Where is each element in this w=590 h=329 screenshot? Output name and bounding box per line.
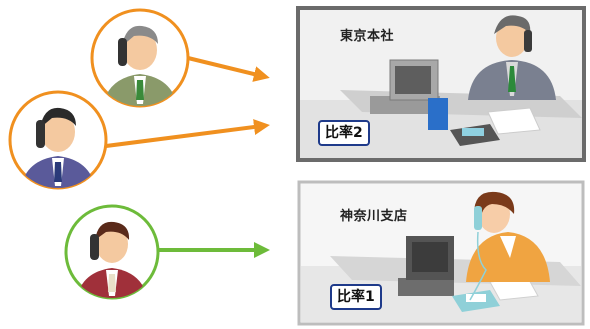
route-arrow-caller1-tokyo xyxy=(187,56,270,82)
tokyo-office-title: 東京本社 xyxy=(340,29,395,44)
route-arrow-caller2-tokyo xyxy=(105,119,270,148)
desk-phone-icon xyxy=(450,124,500,146)
computer-icon xyxy=(398,236,454,296)
office-staff-woman-icon xyxy=(466,191,550,301)
kanagawa-ratio-badge: 比率1 xyxy=(330,284,382,310)
desk-phone-icon xyxy=(452,290,500,312)
paper-icon xyxy=(487,107,541,135)
businessman-caller-icon xyxy=(20,107,96,188)
tokyo-office-panel xyxy=(296,6,586,162)
computer-icon xyxy=(370,59,440,114)
tokyo-ratio-badge: 比率2 xyxy=(318,120,370,146)
binder-icon xyxy=(428,98,448,130)
caller-3 xyxy=(64,204,160,300)
caller-1 xyxy=(90,8,190,108)
caller-2 xyxy=(8,90,108,190)
kanagawa-office-title: 神奈川支店 xyxy=(340,209,408,224)
businessman-caller-icon xyxy=(102,25,178,106)
office-staff-man-icon xyxy=(468,15,556,100)
businessman-caller-icon xyxy=(76,221,148,298)
